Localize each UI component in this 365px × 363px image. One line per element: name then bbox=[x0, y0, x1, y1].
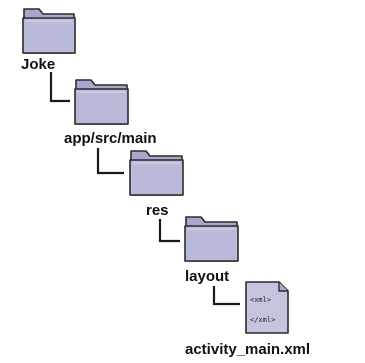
folder-label: app/src/main bbox=[64, 130, 157, 147]
folder-label: Joke bbox=[21, 56, 55, 73]
folder-icon[interactable] bbox=[23, 9, 75, 53]
xml-open-tag: <xml> bbox=[250, 296, 271, 304]
folder-icon[interactable] bbox=[185, 217, 238, 261]
folder-icon[interactable] bbox=[130, 151, 183, 195]
tree-connector bbox=[214, 286, 240, 304]
xml-file-icon[interactable]: <xml> </xml> bbox=[246, 282, 288, 333]
folder-label: res bbox=[146, 202, 169, 219]
file-label: activity_main.xml bbox=[185, 341, 310, 358]
tree-connector bbox=[160, 219, 180, 241]
folder-label: layout bbox=[185, 268, 229, 285]
xml-close-tag: </xml> bbox=[250, 316, 275, 324]
tree-connector bbox=[98, 148, 124, 173]
tree-connector bbox=[51, 72, 70, 101]
folder-icon[interactable] bbox=[75, 80, 128, 124]
